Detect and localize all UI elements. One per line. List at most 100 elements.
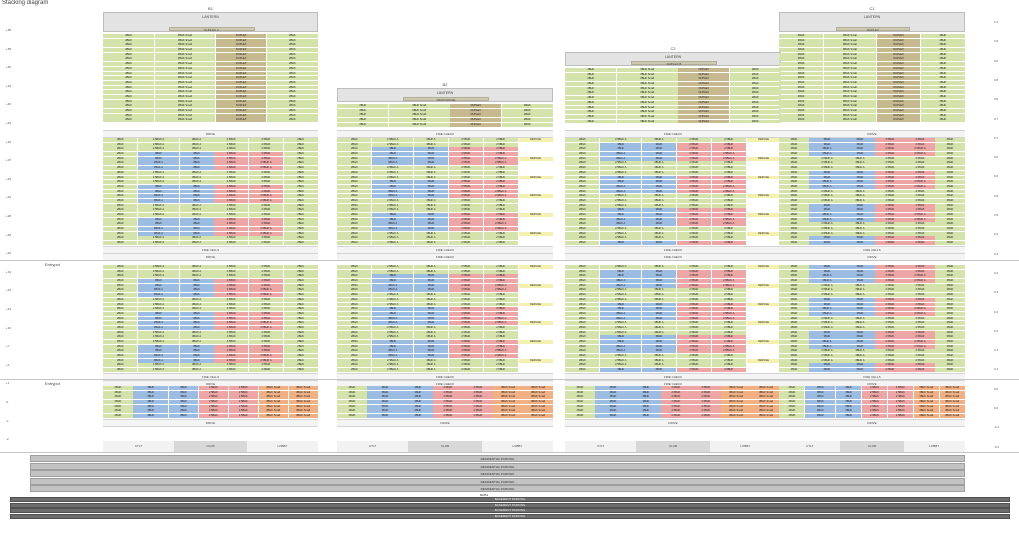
unit-cell: 2.5BHK [448,161,483,166]
unit-cell: 2.5BHK [248,203,283,208]
unit-cell: DUPLEX [215,94,267,99]
unit-cell: 3BHK A [179,208,214,213]
band-bottom: DRIVE [337,418,553,427]
unit-cell: 3BHK [631,400,661,404]
unit-cell: 2.5BHK [214,368,249,373]
unit-cell: DUPLEX [876,94,921,99]
unit-cell: 2.5BHK [905,198,935,203]
unit-cell: 2BHK [283,166,318,171]
unit-cell: 2.5BHK [483,279,518,283]
unit-cell: 2.5BHK [448,180,483,185]
unit-cell: 3BHK [805,386,836,390]
unit-cell: 2BHK [565,302,600,307]
unit-cell: 2.5BHK [676,203,711,208]
unit-cell: 2BHK [779,213,809,217]
unit-cell [747,241,781,245]
unit-cell: 3BHK Small [388,104,450,108]
unit-cell: 2.5BHK [905,358,935,363]
unit-cell: 2BHK [565,325,600,330]
unit-cell [747,298,781,302]
unit-cell: 2.5BHK [248,138,283,142]
unit-cell: 3BHK [631,409,661,414]
unit-cell: 2.5BHK [214,156,249,161]
unit-cell: 2.5BHK [711,227,746,231]
unit-cell: 3BHK [403,414,433,419]
unit-cell: 2.5BHK [676,335,711,340]
unit-cell: 3BHK A [372,349,414,354]
unit-cell: DUPLEX [450,113,502,118]
unit-cell: 2BHK [779,390,805,395]
unit-cell: 2BHK [337,288,372,293]
unit-cell: 2.5BHK A [483,227,518,231]
unit-cell: 3BHK [367,390,403,395]
podium-level: RESIDENTIAL PARKING [30,485,965,492]
unit-cell: 2.5BHK [676,283,711,288]
unit-cell: 2.5BHK A [372,198,414,203]
unit-cell: 3BHK Small [823,43,876,48]
unit-cell: 2BHK [921,34,965,38]
unit-cell: 3BHK [809,302,845,307]
unit-cell: 3BHK Small [258,390,288,395]
unit-cell: 3BHK A [641,293,677,298]
unit-cell: 3BHK [809,208,845,213]
unit-cell: 2BHK [565,395,595,400]
unit-cell: DUPLEX [876,43,921,48]
unit-cell: 3BHK [168,409,199,414]
unit-cell: 2BHK [935,194,965,199]
unit-cell: 2BHK [103,395,133,400]
unit-cell: 3BHK [600,269,642,274]
unit-cell: 2.5BHK A [248,358,283,363]
unit-cell: 2.5BHK A [248,325,283,330]
unit-cell: 3BHK [845,236,875,241]
unit-cell: 2BHK [779,80,823,85]
unit-cell: 2.5BHK A [600,203,642,208]
unit-cell: 2.5BHK [661,395,691,400]
unit-cell: 2.5BHK [214,222,249,227]
unit-cell: 2BHK [103,354,138,358]
unit-cell: 2BHK [565,161,600,166]
level-label: +19 [6,269,12,274]
unit-cell: 2BHK [103,113,154,118]
unit-cell: 2BHK [337,113,389,118]
unit-cell: 3BHK [600,335,642,340]
unit-cell: 2.5BHK A [711,283,746,288]
unit-cell: 2BHK [283,297,318,302]
unit-cell: 2.5BHK A [905,307,935,312]
unit-cell: 2.5BHK [905,208,935,213]
unit-cell: 3BHK [179,198,214,203]
unit-cell [519,331,553,335]
unit-cell: 2.5BHK [483,340,518,344]
unit-cell: 3BHK [138,349,179,354]
unit-cell: 3BHK [805,409,836,414]
unit-cell: 2.5BHK A [138,142,179,147]
unit-cell: 3BHK [641,279,677,283]
unit-cell: 2BHK [565,138,600,142]
unit-cell: 2BHK [267,99,318,104]
unit-cell: 2.5BHK [483,325,518,330]
unit-cell: 2BHK [283,274,318,279]
unit-cell: 2.5BHK [875,217,905,222]
level-ruler-left: +58+55+52+49+46+43+40+37+34+31+28+25+22+… [6,28,26,458]
unit-cell: 2.5BHK [875,147,905,152]
unit-cell: 2BHK [283,222,318,227]
unit-cell: 2BHK [565,297,600,302]
unit-cell: 3BHK [179,189,214,194]
unit-cell: 2.5BHK [198,390,228,395]
unit-cell: 2.5BHK [887,409,913,414]
unit-cell: 3BHK [836,414,862,419]
unit-cell: 2.5BHK [248,208,283,213]
unit-cell: 3BHK Small [616,82,678,86]
unit-cell: DUPLEX [876,71,921,76]
unit-cell: 2BHK [337,283,372,288]
unit-cell: 3BHK [413,194,449,199]
unit-cell: 2BHK [103,180,138,185]
unit-cell: 2BHK [921,43,965,48]
